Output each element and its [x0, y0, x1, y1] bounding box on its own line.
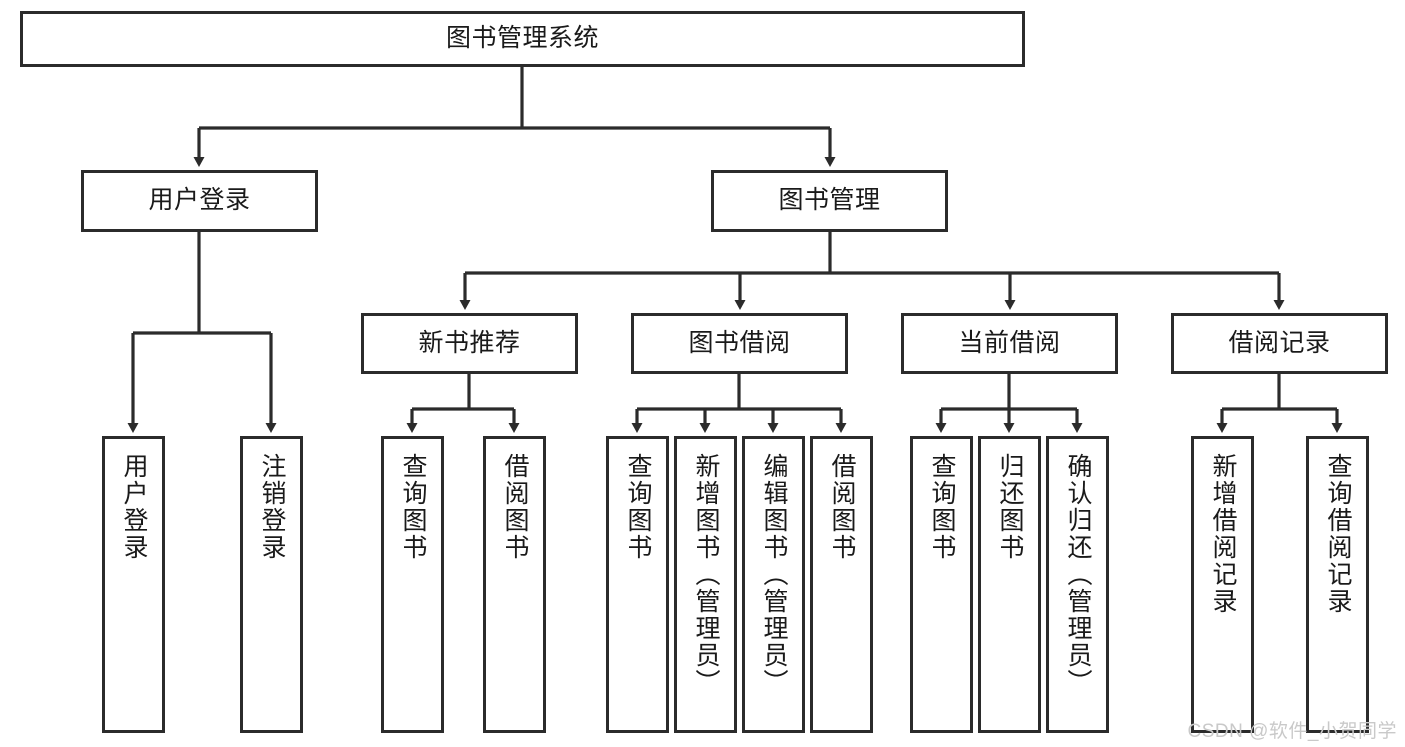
node-root[interactable]: 图书管理系统: [20, 11, 1025, 67]
node-leaf-return-book[interactable]: 归还图书: [978, 436, 1041, 733]
node-leaf-query-record[interactable]: 查询借阅记录: [1306, 436, 1369, 733]
node-leaf-user-login[interactable]: 用户登录: [102, 436, 165, 733]
node-current-borrow-label: 当前借阅: [958, 328, 1061, 357]
node-user-login-label: 用户登录: [148, 186, 251, 215]
node-leaf-query-book-3[interactable]: 查询图书: [910, 436, 973, 733]
node-leaf-edit-book-label: 编辑图书（管理员）: [760, 453, 788, 696]
node-leaf-add-record[interactable]: 新增借阅记录: [1191, 436, 1254, 733]
node-leaf-user-login-label: 用户登录: [120, 453, 148, 561]
node-root-label: 图书管理系统: [445, 24, 599, 53]
watermark-text: CSDN @软件_小贺同学: [1187, 721, 1397, 742]
node-new-book-recommend[interactable]: 新书推荐: [361, 313, 578, 374]
node-leaf-return-book-label: 归还图书: [996, 453, 1024, 561]
node-user-login[interactable]: 用户登录: [81, 170, 318, 232]
node-leaf-query-book-2-label: 查询图书: [624, 453, 652, 561]
node-book-borrow-label: 图书借阅: [688, 328, 791, 357]
node-leaf-borrow-book-1-label: 借阅图书: [501, 453, 529, 561]
node-leaf-confirm-return[interactable]: 确认归还（管理员）: [1046, 436, 1109, 733]
node-leaf-logout-login[interactable]: 注销登录: [240, 436, 303, 733]
node-leaf-query-record-label: 查询借阅记录: [1324, 453, 1352, 615]
node-leaf-borrow-book-2-label: 借阅图书: [828, 453, 856, 561]
node-leaf-add-record-label: 新增借阅记录: [1209, 453, 1237, 615]
node-book-management[interactable]: 图书管理: [711, 170, 948, 232]
node-new-book-recommend-label: 新书推荐: [418, 328, 521, 357]
node-leaf-confirm-return-label: 确认归还（管理员）: [1064, 453, 1092, 696]
node-leaf-query-book-2[interactable]: 查询图书: [606, 436, 669, 733]
node-leaf-borrow-book-1[interactable]: 借阅图书: [483, 436, 546, 733]
node-book-borrow[interactable]: 图书借阅: [631, 313, 848, 374]
node-book-management-label: 图书管理: [778, 186, 881, 215]
node-leaf-borrow-book-2[interactable]: 借阅图书: [810, 436, 873, 733]
node-current-borrow[interactable]: 当前借阅: [901, 313, 1118, 374]
node-leaf-edit-book[interactable]: 编辑图书（管理员）: [742, 436, 805, 733]
node-leaf-query-book-3-label: 查询图书: [928, 453, 956, 561]
node-leaf-add-book[interactable]: 新增图书（管理员）: [674, 436, 737, 733]
node-borrow-record[interactable]: 借阅记录: [1171, 313, 1388, 374]
node-leaf-add-book-label: 新增图书（管理员）: [692, 453, 720, 696]
node-leaf-logout-login-label: 注销登录: [258, 453, 286, 561]
node-borrow-record-label: 借阅记录: [1228, 328, 1331, 357]
node-leaf-query-book-1-label: 查询图书: [399, 453, 427, 561]
node-leaf-query-book-1[interactable]: 查询图书: [381, 436, 444, 733]
